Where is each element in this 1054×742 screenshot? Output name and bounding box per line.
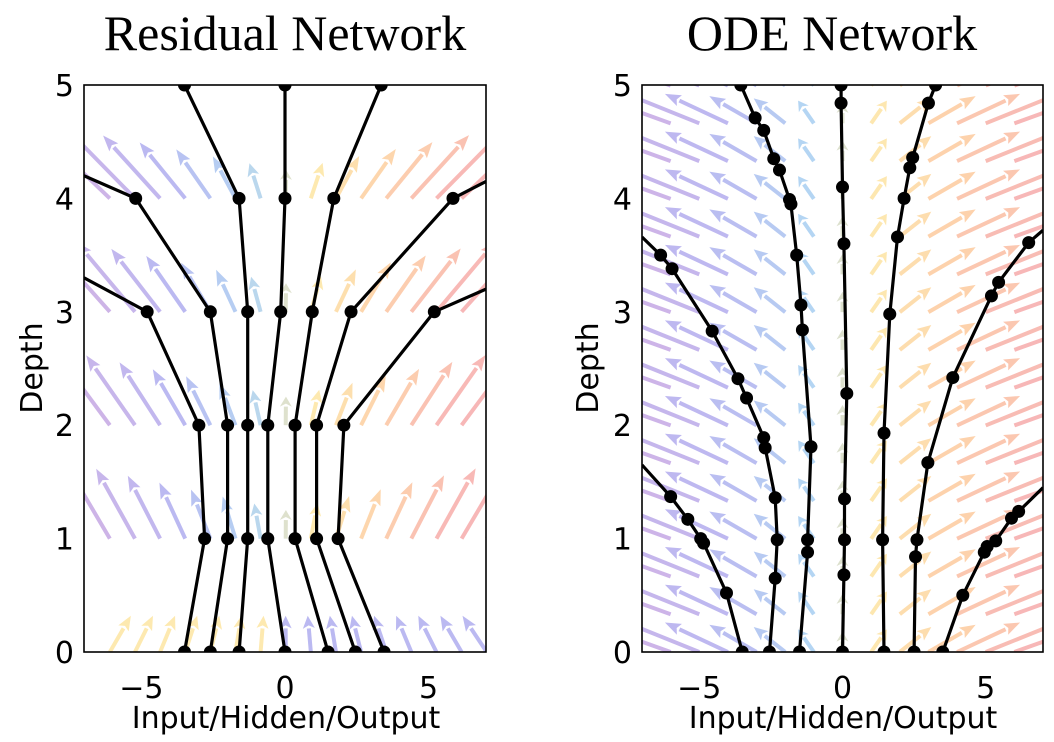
residual-network-panel: Residual Network −5 0 5 0 1 2 3 4 5 Input/Hidden… bbox=[15, 5, 487, 736]
y-tick-label: 1 bbox=[55, 523, 74, 558]
y-tick-label: 1 bbox=[613, 523, 632, 558]
y-tick-label: 3 bbox=[613, 296, 632, 331]
y-tick-label: 2 bbox=[55, 409, 74, 444]
x-tick-label: 0 bbox=[275, 671, 294, 706]
trajectory-trajectory-5 bbox=[876, 85, 943, 652]
trajectory-trajectory-6 bbox=[907, 228, 1043, 652]
trajectory-trajectory-4 bbox=[261, 85, 292, 652]
ode-network-panel: ODE Network −5 0 5 0 1 2 3 4 5 Input/Hidden/Outp… bbox=[571, 5, 1044, 736]
trajectory-trajectory-5 bbox=[288, 85, 388, 652]
y-tick-label: 4 bbox=[613, 182, 632, 217]
x-axis-label: Input/Hidden/Output bbox=[132, 701, 441, 736]
panel-title: Residual Network bbox=[104, 5, 466, 61]
plot-frame bbox=[83, 84, 487, 653]
y-tick-label: 3 bbox=[55, 296, 74, 331]
trajectory-trajectory-2 bbox=[84, 174, 235, 652]
trajectory-trajectory-3 bbox=[734, 85, 818, 652]
x-tick-label: 0 bbox=[833, 671, 852, 706]
trajectory-trajectory-7 bbox=[936, 486, 1043, 652]
trajectory-trajectory-6 bbox=[310, 179, 486, 652]
trajectory-lines bbox=[84, 85, 486, 652]
trajectory-trajectory-7 bbox=[331, 287, 486, 652]
x-tick-label: 5 bbox=[976, 671, 995, 706]
y-axis-label: Depth bbox=[571, 322, 606, 413]
y-tick-label: 0 bbox=[613, 636, 632, 671]
axis-ticks: −5 0 5 0 1 2 3 4 5 bbox=[55, 69, 438, 706]
trajectory-lines bbox=[642, 85, 1043, 652]
x-axis-label: Input/Hidden/Output bbox=[689, 701, 998, 736]
x-tick-label: 5 bbox=[419, 671, 438, 706]
plot-frame bbox=[641, 84, 1044, 653]
axis-ticks: −5 0 5 0 1 2 3 4 5 bbox=[613, 69, 995, 706]
y-tick-label: 0 bbox=[55, 636, 74, 671]
y-tick-label: 5 bbox=[55, 69, 74, 104]
trajectory-trajectory-2 bbox=[642, 235, 784, 652]
trajectory-trajectory-3 bbox=[178, 85, 255, 652]
trajectory-trajectory-4 bbox=[834, 85, 854, 652]
y-tick-label: 5 bbox=[613, 69, 632, 104]
y-axis-label: Depth bbox=[15, 322, 50, 413]
x-tick-label: −5 bbox=[677, 671, 721, 706]
trajectory-trajectory-1 bbox=[642, 463, 749, 652]
x-tick-label: −5 bbox=[119, 671, 163, 706]
panel-title: ODE Network bbox=[687, 5, 977, 61]
y-tick-label: 2 bbox=[613, 409, 632, 444]
y-tick-label: 4 bbox=[55, 182, 74, 217]
trajectory-trajectory-1 bbox=[84, 276, 212, 652]
vector-field-arrows bbox=[642, 85, 1043, 652]
